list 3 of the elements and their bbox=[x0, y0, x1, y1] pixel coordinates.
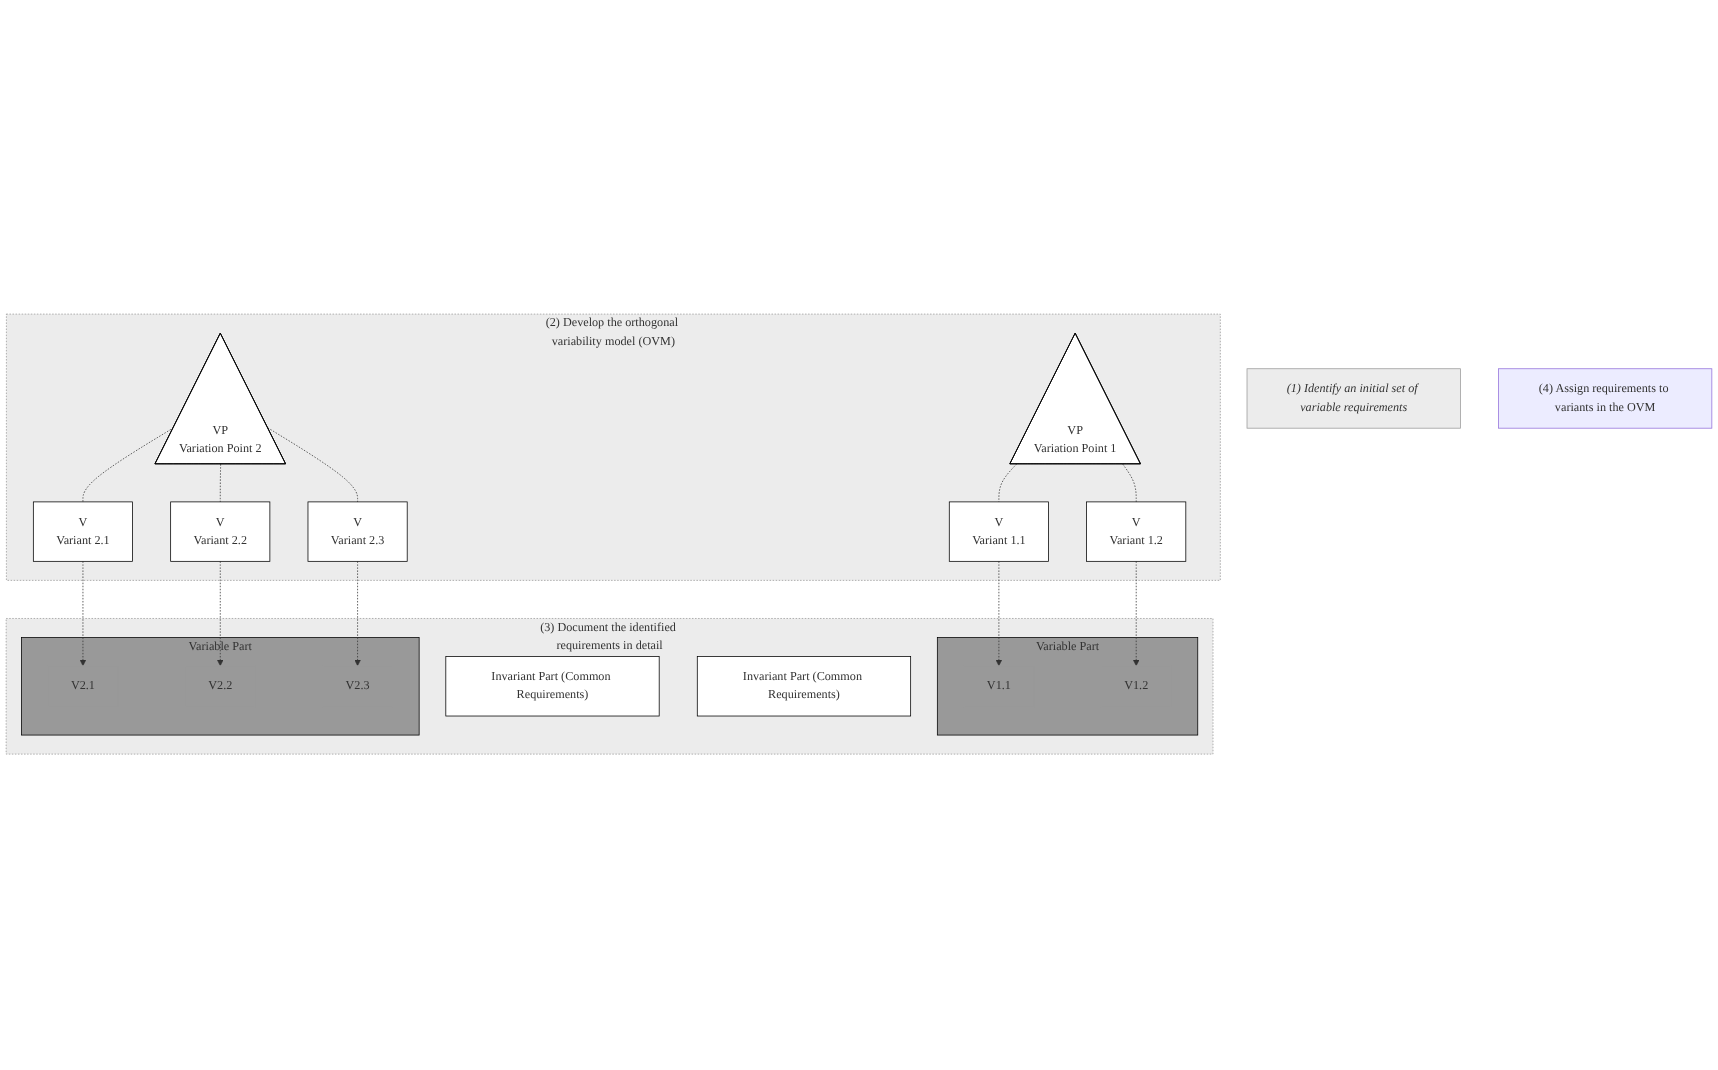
connector bbox=[267, 428, 358, 504]
connector bbox=[998, 464, 1017, 504]
connector bbox=[219, 464, 222, 504]
